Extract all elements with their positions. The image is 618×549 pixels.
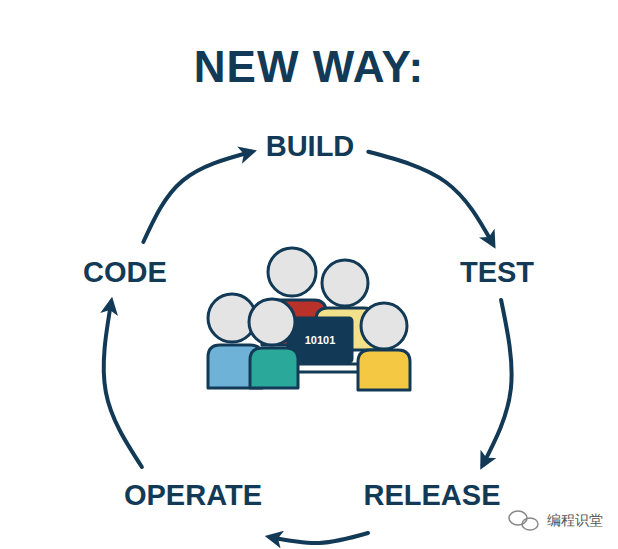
diagram-title: NEW WAY: — [0, 42, 618, 92]
stage-label: RELEASE — [360, 477, 505, 513]
stage-name: TEST — [460, 256, 534, 288]
stage-name: RELEASE — [364, 479, 501, 511]
watermark-icon — [509, 511, 538, 530]
person-body — [358, 350, 410, 390]
stage-label: BUILD — [262, 128, 359, 164]
screen-code: 10101 — [305, 334, 336, 346]
stage-name: OPERATE — [124, 479, 262, 511]
stage-label: TEST — [456, 254, 538, 290]
person-head — [322, 260, 368, 306]
cycle-arrow — [143, 152, 251, 242]
cycle-arrow — [104, 302, 142, 467]
cycle-arrow — [483, 300, 512, 465]
stage-label: CODE — [79, 254, 171, 290]
person-body — [250, 348, 298, 388]
person-head — [361, 303, 407, 349]
person-head — [249, 299, 295, 345]
stage-name: BUILD — [266, 130, 355, 162]
stage-name: CODE — [83, 256, 167, 288]
watermark: 编程识堂 — [547, 512, 603, 530]
person-head — [268, 248, 316, 296]
stage-label: OPERATE — [120, 477, 266, 513]
cycle-arrow — [368, 152, 493, 244]
cycle-arrow — [270, 533, 368, 543]
